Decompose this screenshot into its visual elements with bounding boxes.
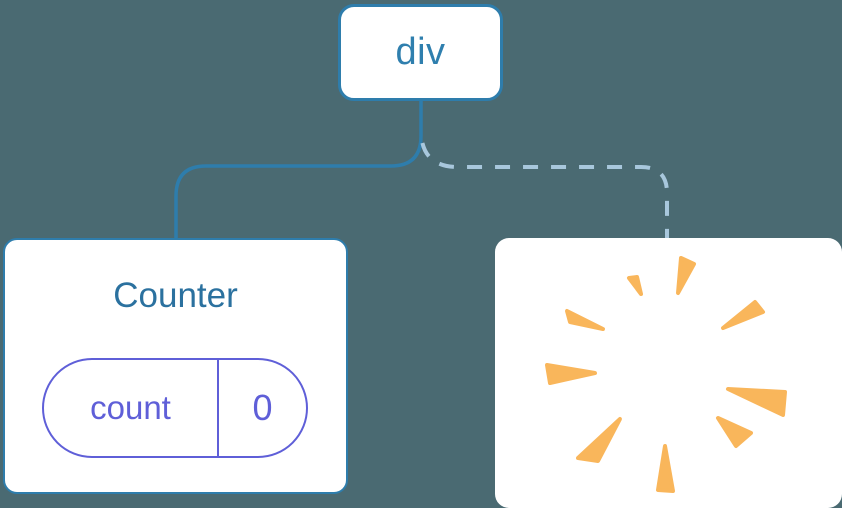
state-value-label: 0 [217, 360, 306, 456]
poof-icon [545, 256, 787, 493]
root-node-label: div [395, 31, 446, 73]
edge-div-to-removed [419, 129, 669, 238]
root-div-node: div [338, 4, 503, 101]
state-key-label: count [90, 389, 171, 426]
removed-component-node [495, 238, 842, 508]
counter-title: Counter [113, 276, 238, 315]
edge-div-to-counter [174, 101, 423, 238]
state-pill: count 0 [42, 358, 308, 458]
counter-component-node: Counter count 0 [3, 238, 348, 494]
